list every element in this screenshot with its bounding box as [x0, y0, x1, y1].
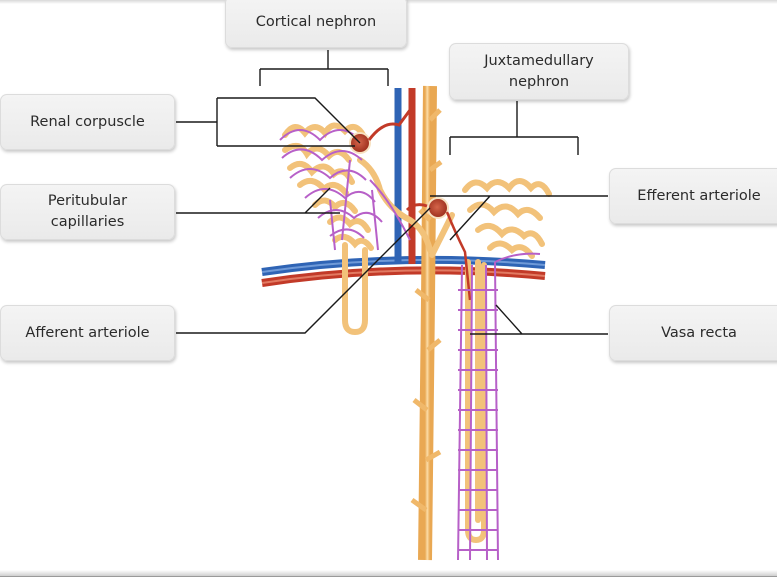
label-juxtamedullary-nephron[interactable]: Juxtamedullary nephron [449, 43, 629, 100]
interlobular-vessels [394, 88, 416, 264]
label-efferent-arteriole[interactable]: Efferent arteriole [609, 168, 777, 224]
arcuate-vessels [261, 255, 546, 287]
label-text-line-1: Peritubular [47, 193, 128, 209]
vasa-recta-leader [470, 304, 608, 335]
efferent-arteriole-leader [430, 195, 608, 241]
afferent-arteriole-leader [176, 207, 431, 334]
leader-lines [176, 50, 608, 335]
label-text: Cortical nephron [255, 13, 377, 30]
label-afferent-arteriole[interactable]: Afferent arteriole [0, 305, 175, 361]
label-text: Efferent arteriole [637, 187, 761, 204]
label-text: Vasa recta [661, 324, 737, 341]
label-vasa-recta[interactable]: Vasa recta [609, 305, 777, 361]
peritubular-leader [176, 187, 340, 214]
juxtamedullary-bracket [449, 101, 579, 155]
juxtamedullary-renal-corpuscle [405, 197, 472, 301]
label-peritubular-capillaries[interactable]: Peritubular capillaries [0, 184, 175, 240]
cortical-nephron-bracket [259, 50, 389, 86]
cortical-peritubular-capillaries [279, 129, 411, 251]
label-renal-corpuscle[interactable]: Renal corpuscle [0, 94, 175, 150]
label-text: Afferent arteriole [25, 324, 150, 341]
label-text: Renal corpuscle [30, 113, 145, 130]
label-text-line-2: capillaries [50, 214, 125, 230]
collecting-duct [410, 85, 443, 561]
juxtamedullary-nephron-tubules [429, 178, 552, 544]
label-text-line-1: Juxtamedullary [484, 52, 594, 69]
renal-corpuscle-leader [176, 97, 361, 147]
label-text-line-2: nephron [508, 73, 570, 90]
vasa-recta-capillaries [457, 252, 541, 561]
label-cortical-nephron[interactable]: Cortical nephron [225, 0, 407, 48]
bottom-edge [0, 570, 777, 577]
